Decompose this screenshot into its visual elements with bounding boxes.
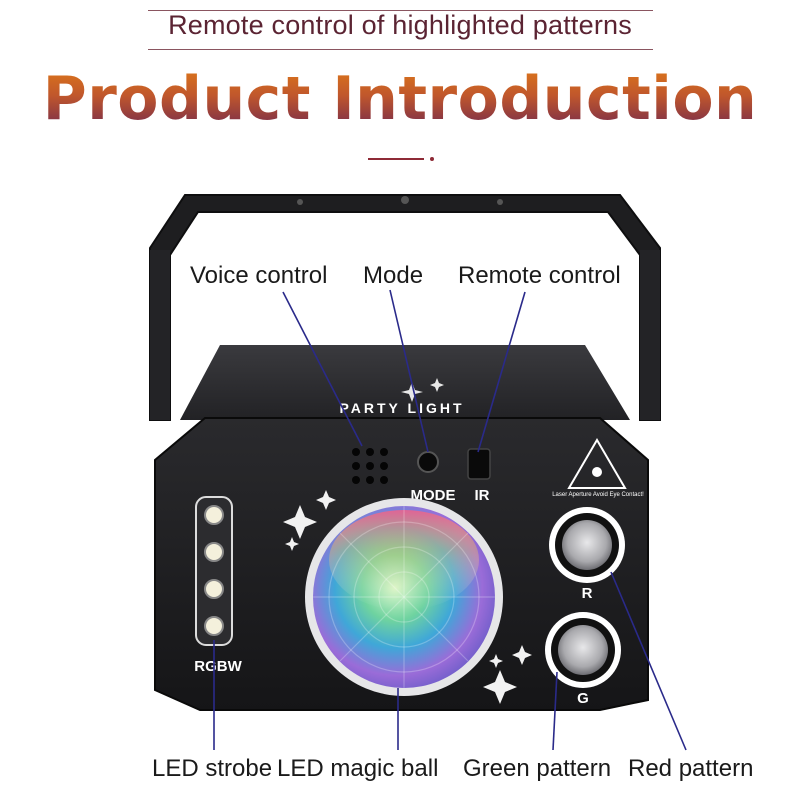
rgbw-marking: RGBW (194, 658, 242, 675)
label-remote-control: Remote control (458, 262, 621, 289)
g-marking: G (577, 690, 589, 707)
mounting-bracket (149, 194, 661, 421)
label-red-pattern: Red pattern (628, 755, 754, 782)
header-line-bottom (148, 49, 653, 50)
laser-warning-text: Laser Aperture Avoid Eye Contact! (552, 492, 644, 498)
callout-line-red (610, 571, 687, 751)
header-line-top (148, 10, 653, 11)
header-subtitle: Remote control of highlighted patterns (168, 10, 632, 40)
brand-sparkles (401, 378, 444, 402)
led-magic-ball (305, 498, 503, 696)
led-strobe-bar (195, 496, 233, 646)
panel-sparkles-right (483, 645, 532, 704)
green-pattern-lens (545, 612, 621, 688)
ir-marking: IR (475, 487, 490, 504)
page-title: Product Introduction (0, 64, 800, 134)
callout-line-mode (389, 289, 429, 453)
label-led-strobe: LED strobe (152, 755, 273, 782)
label-led-magic-ball: LED magic ball (277, 755, 439, 782)
mode-button (417, 451, 439, 473)
panel-sparkles-left (283, 490, 336, 551)
laser-warning-icon (567, 438, 627, 489)
brand-text: PARTY LIGHT (339, 400, 464, 416)
red-pattern-lens (549, 507, 625, 583)
ir-receiver (467, 448, 491, 480)
callout-line-voice (282, 291, 363, 447)
callout-line-green (552, 671, 558, 751)
label-mode: Mode (363, 262, 424, 289)
callout-lines (213, 289, 687, 751)
device-top (180, 345, 630, 420)
microphone-grille (352, 448, 388, 484)
callout-line-remote (477, 291, 526, 453)
title-dot (430, 157, 434, 161)
r-marking: R (582, 585, 593, 602)
label-green-pattern: Green pattern (463, 755, 612, 782)
label-voice-control: Voice control (190, 262, 328, 289)
title-underline (368, 158, 424, 160)
